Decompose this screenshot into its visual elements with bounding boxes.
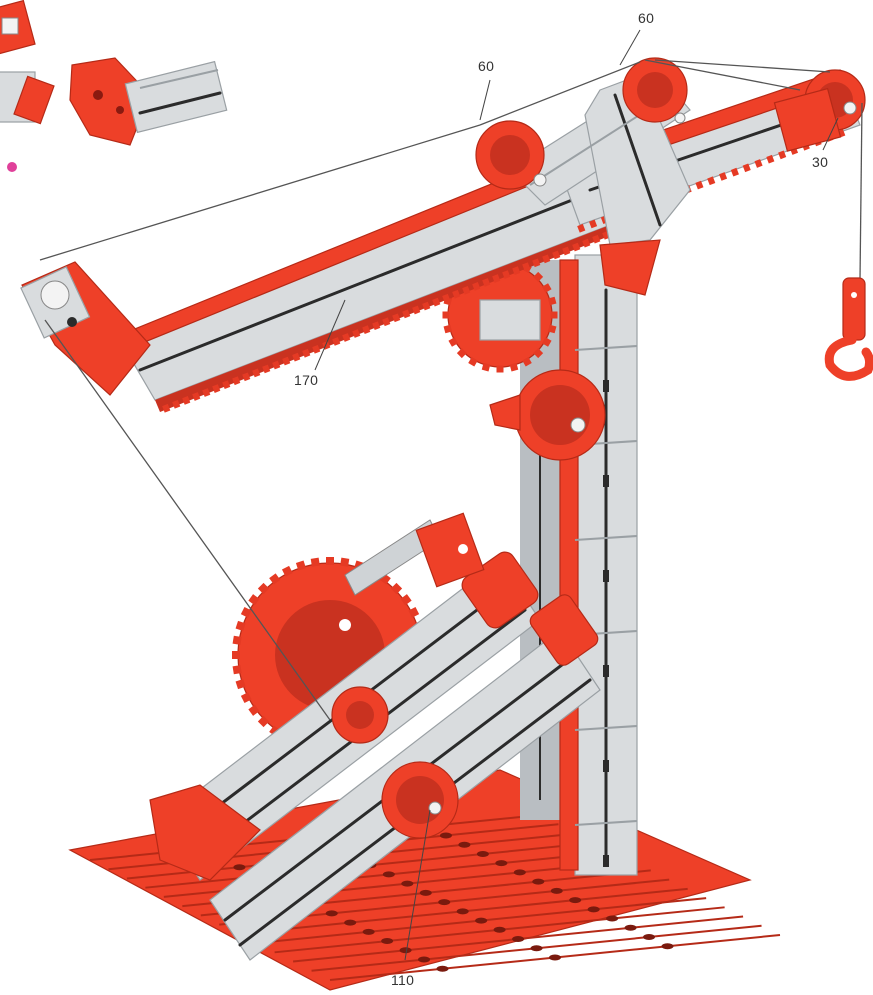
hook-icon [824,277,873,381]
callout-30: 30 [812,154,829,170]
inset-dot [7,162,17,172]
callout-60-top: 60 [638,10,655,26]
pulley-icon [475,120,547,190]
pulley-icon [773,69,866,152]
ropes [39,29,863,961]
inset-parts [0,0,228,172]
callout-170: 170 [294,372,319,388]
callout-110: 110 [391,972,415,988]
jib-boom [20,69,866,413]
callout-60-left: 60 [478,58,495,74]
pulley-icon [331,686,389,744]
tower-head [475,57,691,296]
pulley-icon [20,261,151,396]
lower-drive-assembly [149,512,601,961]
inset-angle-block [69,57,228,146]
pulley-icon [622,57,688,124]
pulley-icon [489,369,606,461]
pulley-icon [381,761,459,839]
